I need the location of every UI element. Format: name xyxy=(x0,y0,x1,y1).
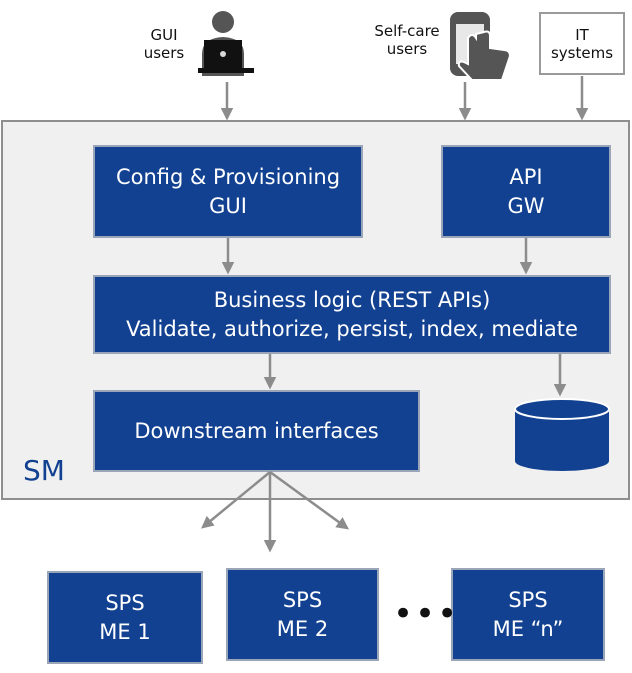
sps-me-n-box: SPS ME “n” xyxy=(451,568,605,661)
api-gw-box: API GW xyxy=(441,145,611,238)
laptop-user-icon xyxy=(198,11,254,76)
business-logic-box: Business logic (REST APIs) Validate, aut… xyxy=(93,275,611,354)
sm-label: SM xyxy=(23,454,65,487)
ellipsis: ••• xyxy=(393,594,460,634)
it-systems-box: IT systems xyxy=(539,12,625,75)
database-icon xyxy=(514,398,610,471)
selfcare-users-label: Self-care users xyxy=(374,22,440,58)
phone-touch-icon xyxy=(450,12,512,81)
sps-me-2-box: SPS ME 2 xyxy=(226,568,379,661)
arrow-downstream-to-me1 xyxy=(201,471,271,529)
downstream-interfaces-box: Downstream interfaces xyxy=(93,390,420,472)
sps-me-1-box: SPS ME 1 xyxy=(47,571,203,664)
arrow-downstream-to-men xyxy=(269,470,350,530)
gui-users-label: GUI users xyxy=(143,26,185,62)
config-provisioning-gui-box: Config & Provisioning GUI xyxy=(93,145,363,238)
